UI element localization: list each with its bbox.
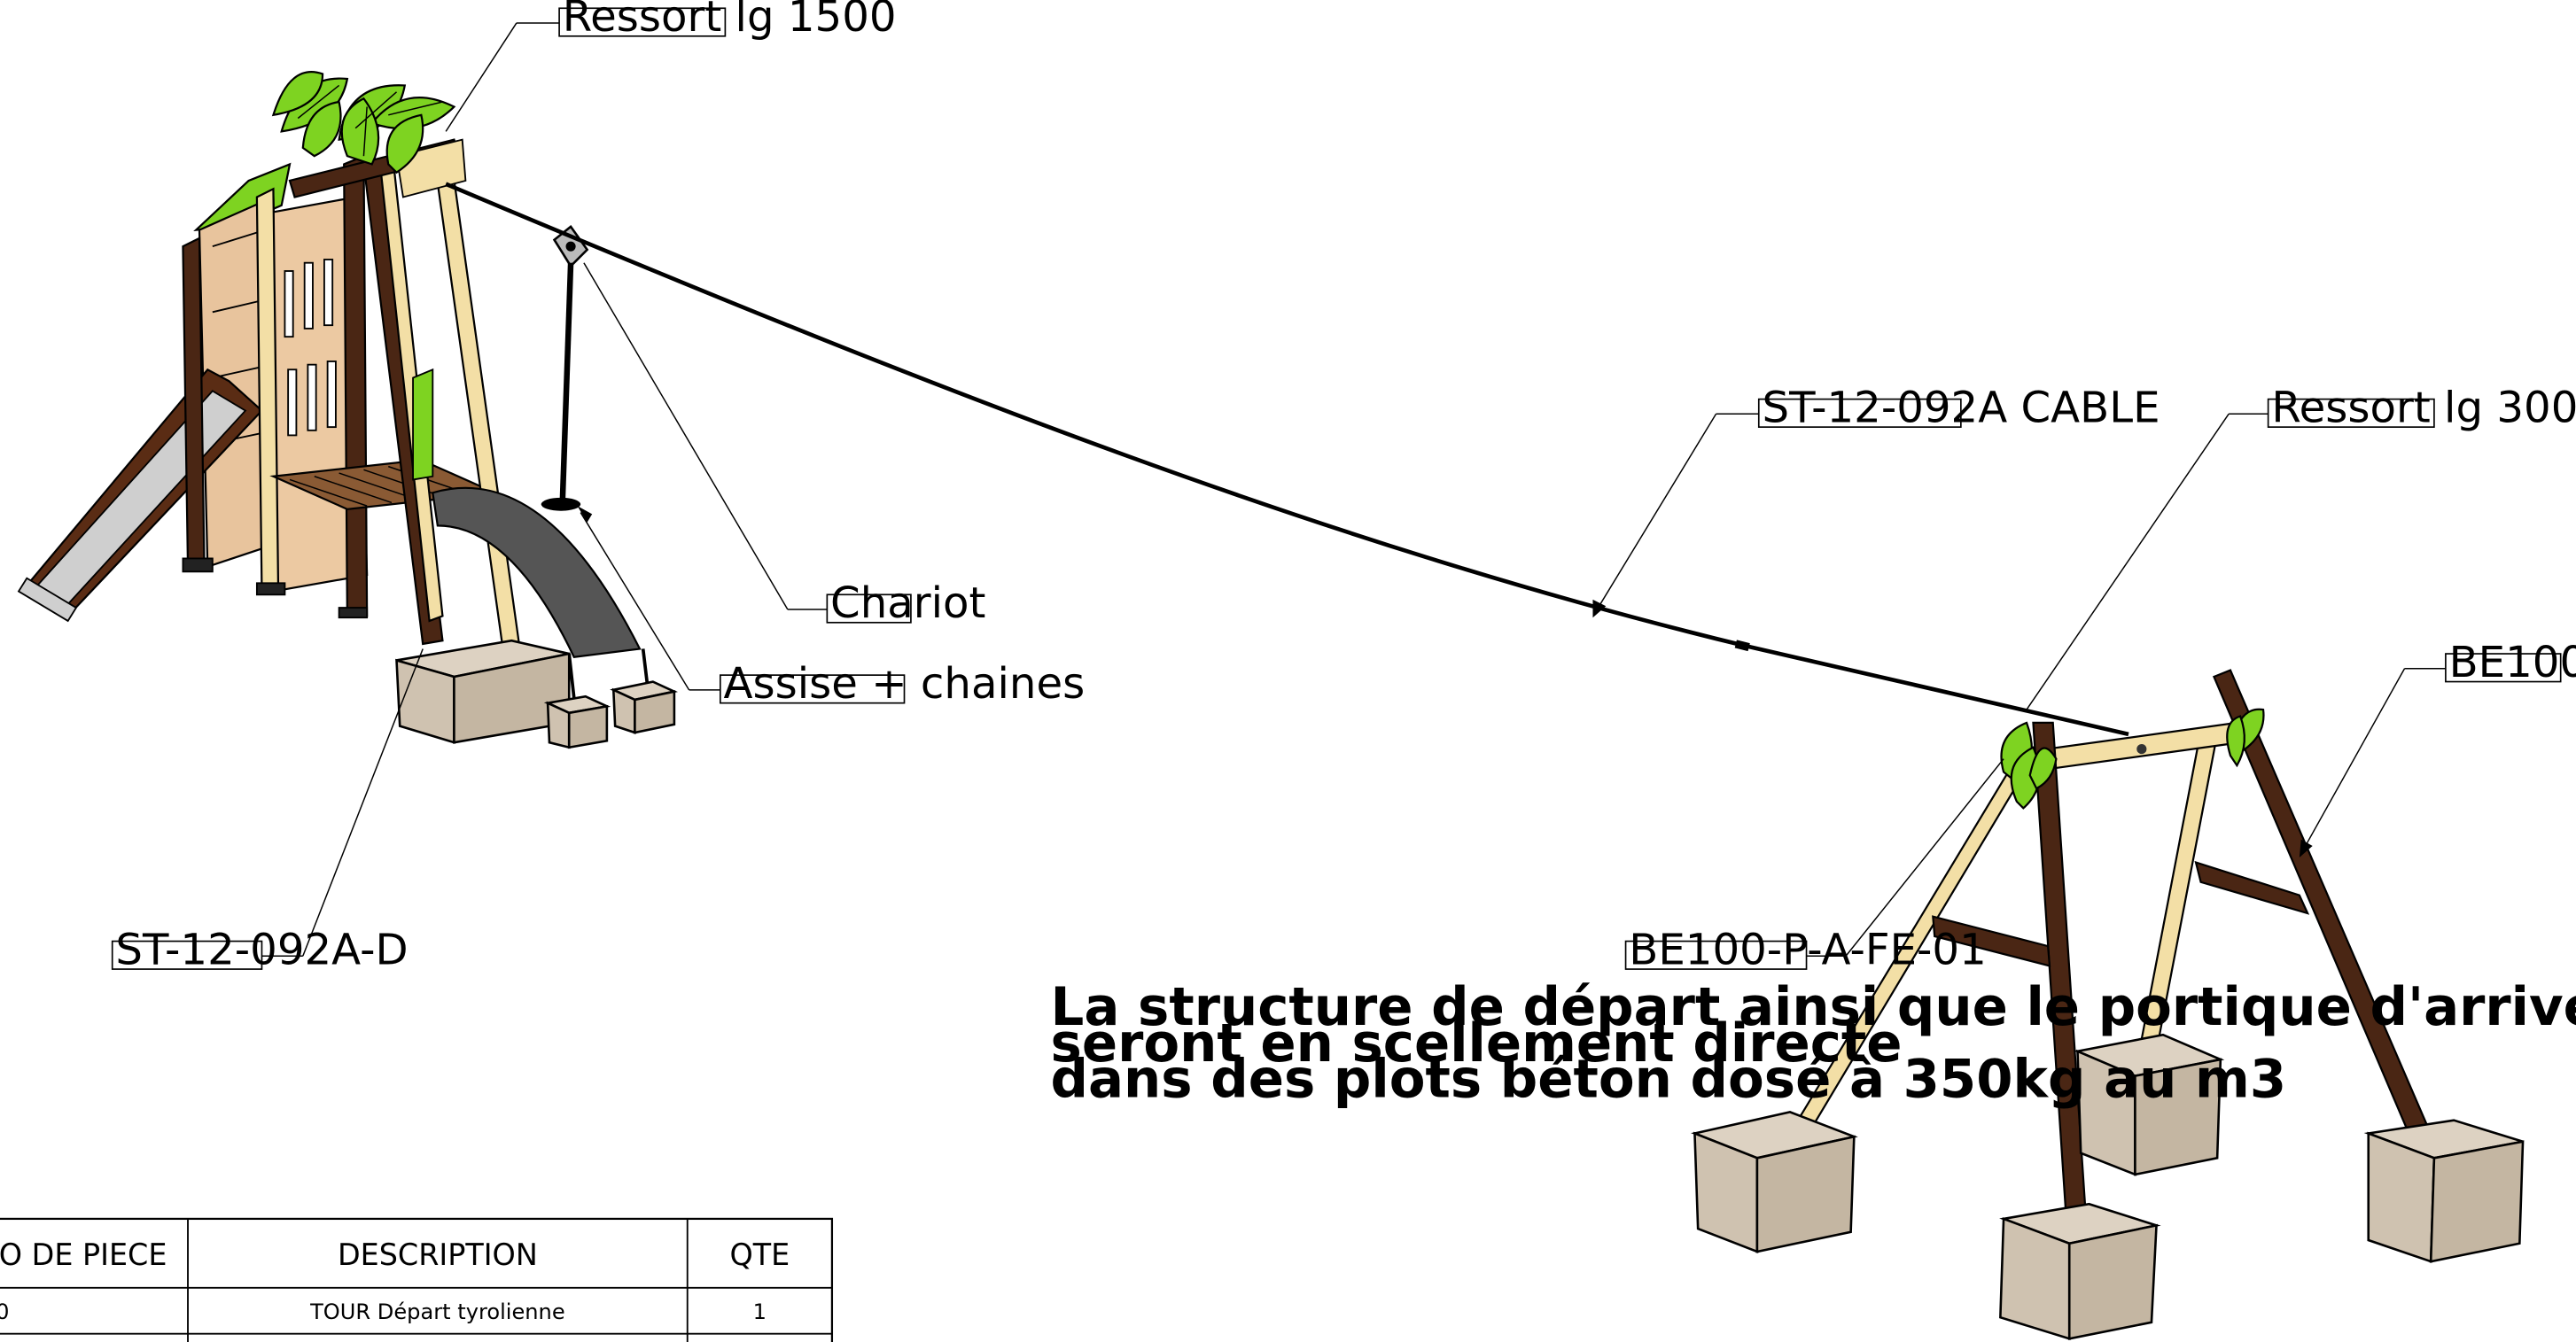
zipline-cable [445, 182, 2129, 737]
callout-portal-ref-label: BE100-P-A [2449, 638, 2576, 687]
tower-post-dark-back [182, 237, 206, 568]
callout-cable-label: ST-12-092A CABLE [1762, 384, 2160, 433]
installation-note: La structure de départ ainsi que le port… [1051, 976, 2576, 1110]
note-line-3: dans des plots béton dosé à 350kg au m3 [1051, 1049, 2287, 1110]
callout-cable: ST-12-092A CABLE [1592, 384, 2160, 618]
callout-tower-ref-label: ST-12-092A-D [115, 926, 408, 975]
callout-ressort-3000-label: Ressort lg 3000 [2271, 384, 2576, 433]
callout-chariot: Chariot [583, 262, 985, 628]
arrival-portal [1691, 669, 2525, 1341]
portal-leg-dark-left [2032, 721, 2087, 1217]
departure-tower [17, 71, 679, 749]
callout-assise: Assise + chaines [577, 506, 1085, 709]
callout-ressort-1500-label: Ressort lg 1500 [563, 0, 897, 42]
tower-swing-leg-light-2 [432, 143, 521, 654]
callout-assise-label: Assise + chaines [724, 659, 1086, 709]
callout-ressort-3000: Ressort lg 3000 [2026, 384, 2576, 710]
callout-portal-leaf-ref-label: BE100-P-A-FE-01 [1629, 926, 1987, 975]
tower-concrete-blocks [395, 639, 679, 749]
portal-leaves [2000, 708, 2265, 810]
table-row: 0 TOUR Départ tyrolienne 1 [0, 1299, 767, 1324]
zipline-trolley [541, 225, 589, 511]
callout-portal-leaf-ref: BE100-P-A-FE-01 [1624, 758, 2004, 975]
callout-chariot-label: Chariot [830, 578, 985, 628]
table-cell-part: 0 [0, 1299, 9, 1324]
table-header-part: O DE PIECE [0, 1237, 167, 1272]
table-cell-description: TOUR Départ tyrolienne [309, 1299, 565, 1324]
trolley-seat [541, 497, 581, 511]
tower-grey-arc [432, 486, 642, 658]
callout-tower-ref: ST-12-092A-D [111, 648, 424, 975]
trolley-rope [559, 262, 574, 501]
note-line-2: seront en scellement directe [1051, 1012, 1903, 1074]
table-header-description: DESCRIPTION [338, 1237, 538, 1272]
callout-portal-ref: BE100-P-A [2299, 638, 2576, 857]
portal-brace-left [1932, 915, 2051, 967]
parts-table: O DE PIECE DESCRIPTION QTE 0 TOUR Départ… [0, 1217, 834, 1342]
callout-ressort-1500: Ressort lg 1500 [445, 0, 897, 132]
portal-brace-right [2194, 860, 2310, 915]
portal-concrete-blocks [1691, 1033, 2525, 1341]
table-header-qty: QTE [729, 1237, 790, 1272]
tower-post-dark-front [343, 154, 369, 617]
cable-clamp [1734, 640, 1750, 652]
tower-post-light-1 [255, 187, 280, 593]
note-line-1: La structure de départ ainsi que le port… [1051, 976, 2576, 1037]
table-cell-qty: 1 [753, 1299, 767, 1324]
